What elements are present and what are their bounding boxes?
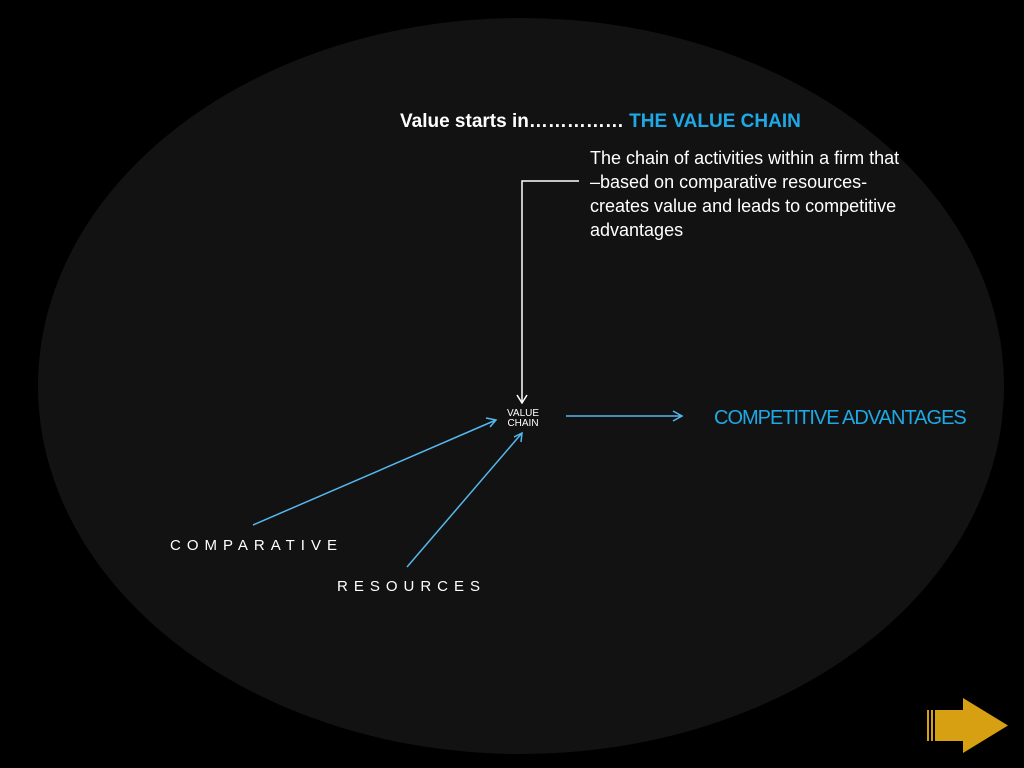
description-to-value-chain-connector xyxy=(521,180,579,402)
value-chain-node: VALUE CHAIN xyxy=(502,409,544,429)
value-chain-label-line1: VALUE xyxy=(506,408,540,419)
advantages-arrowhead xyxy=(672,410,684,422)
arrow-right-icon xyxy=(927,698,1008,753)
value-chain-description: The chain of activities within a firm th… xyxy=(590,148,900,240)
background-oval xyxy=(38,18,1004,754)
slide-title: Value starts in…………… THE VALUE CHAIN xyxy=(400,110,801,134)
description-connector-arrowhead xyxy=(516,394,528,405)
next-slide-button[interactable] xyxy=(925,697,1011,755)
title-prefix: Value starts in…………… xyxy=(400,111,624,132)
comparative-label: COMPARATIVE xyxy=(170,537,343,554)
competitive-advantages-label: COMPETITIVE ADVANTAGES xyxy=(714,407,967,429)
title-emphasis: THE VALUE CHAIN xyxy=(623,111,801,132)
comparative-to-value-chain-arrow xyxy=(252,419,497,526)
resources-arrowhead xyxy=(513,431,523,443)
value-chain-label-line2: CHAIN xyxy=(507,418,539,429)
resources-label: RESOURCES xyxy=(337,578,487,595)
resources-to-value-chain-arrow xyxy=(406,432,523,568)
comparative-arrowhead xyxy=(485,417,498,428)
